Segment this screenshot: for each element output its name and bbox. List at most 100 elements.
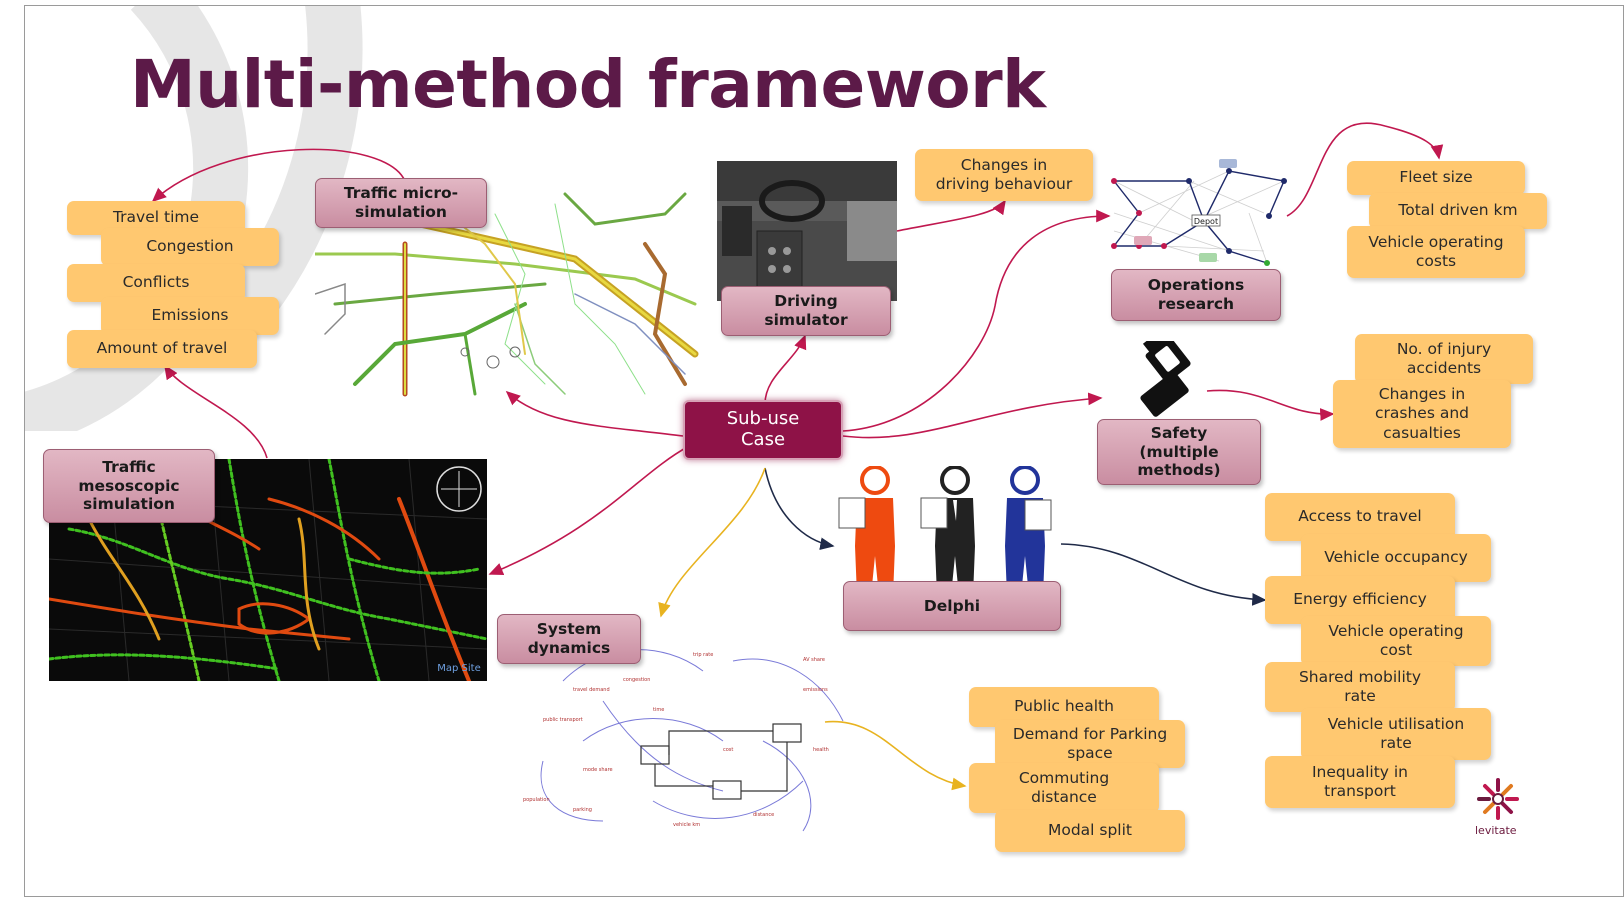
output-modal-split: Modal split: [995, 810, 1185, 852]
svg-text:vehicle km: vehicle km: [673, 822, 700, 828]
arrow-to-safety: [842, 392, 1103, 439]
method-driving-line1: Driving: [774, 292, 838, 311]
output-crashes-line1: Changes in: [1378, 384, 1466, 403]
output-voc2-line1: Vehicle operating: [1328, 621, 1464, 640]
output-crashes-line3: casualties: [1383, 423, 1461, 442]
method-delphi-label: Delphi: [923, 596, 981, 615]
output-driving-line2: driving behaviour: [935, 175, 1073, 193]
slide: Multi-method framework: [24, 5, 1624, 897]
output-driving-line1: Changes in: [960, 155, 1048, 174]
svg-text:AV share: AV share: [803, 657, 825, 663]
method-safety-line2: (multiple: [1139, 442, 1219, 461]
arrow-safety-to-outputs: [1206, 389, 1335, 421]
method-meso-line3: simulation: [83, 495, 175, 514]
method-meso-line1: Traffic: [102, 458, 156, 477]
output-ineq-line1: Inequality in: [1311, 762, 1408, 781]
center-line2: Case: [740, 429, 786, 450]
output-injury-line1: No. of injury: [1396, 339, 1492, 358]
output-commuting-line2: distance: [1031, 788, 1097, 806]
arrow-meso-to-outputs: [164, 364, 268, 459]
levitate-logo-icon: [1477, 778, 1519, 820]
output-util-line2: rate: [1380, 734, 1412, 752]
slide-title: Multi-method framework: [130, 46, 1046, 123]
levitate-logo-text: levitate: [1475, 824, 1517, 837]
delphi-people-icon: [838, 466, 1052, 596]
method-operations-line2: research: [1157, 295, 1235, 313]
arrow-to-delphi: [764, 467, 835, 551]
svg-text:travel demand: travel demand: [573, 687, 610, 693]
method-driving-line2: simulator: [764, 311, 848, 329]
svg-text:congestion: congestion: [623, 677, 650, 683]
svg-text:public transport: public transport: [543, 717, 583, 723]
output-congestion: Congestion: [101, 228, 279, 266]
svg-text:cost: cost: [723, 747, 733, 753]
output-shared-line2: rate: [1344, 687, 1376, 705]
method-operations-line1: Operations: [1147, 276, 1245, 295]
arrow-system-to-outputs: [824, 720, 967, 791]
arrow-delphi-to-outputs: [1060, 543, 1267, 606]
output-vehicle-occupancy: Vehicle occupancy: [1301, 534, 1491, 582]
method-delphi: Delphi: [843, 581, 1061, 631]
output-shared-line1: Shared mobility: [1298, 667, 1422, 686]
svg-text:time: time: [653, 707, 664, 713]
svg-text:mode share: mode share: [583, 767, 613, 773]
method-micro-line2: simulation: [355, 203, 447, 221]
svg-text:distance: distance: [753, 812, 774, 818]
arrow-micro-to-outputs: [151, 148, 406, 203]
arrow-operations-to-outputs: [1286, 122, 1444, 217]
output-amount-of-travel: Amount of travel: [67, 330, 257, 368]
center-line1: Sub-use: [726, 408, 800, 430]
output-fleet-size: Fleet size: [1347, 161, 1525, 195]
output-total-driven-km: Total driven km: [1369, 193, 1547, 229]
arrow-to-driving: [764, 334, 807, 405]
svg-text:population: population: [523, 797, 550, 803]
method-system-line2: dynamics: [527, 639, 611, 657]
output-emissions: Emissions: [101, 297, 279, 335]
output-voc2-line2: cost: [1379, 641, 1413, 659]
output-access-to-travel: Access to travel: [1265, 493, 1455, 541]
output-parking-line1: Demand for Parking: [1012, 724, 1168, 743]
method-system-line1: System: [536, 620, 602, 639]
arrow-to-operations: [842, 209, 1111, 432]
connector-arrows: [151, 122, 1444, 791]
output-util-line1: Vehicle utilisation: [1327, 714, 1465, 733]
svg-text:trip rate: trip rate: [693, 652, 713, 658]
arrow-to-micro: [505, 390, 684, 437]
map-label: Map Site: [437, 663, 480, 674]
output-ineq-line2: transport: [1324, 782, 1396, 800]
method-meso-line2: mesoscopic: [78, 476, 180, 495]
output-parking-line2: space: [1067, 744, 1113, 762]
svg-text:health: health: [813, 747, 829, 753]
method-micro-line1: Traffic micro-: [343, 184, 459, 203]
method-traffic-micro-simulation: Traffic micro-simulation: [315, 178, 487, 228]
svg-text:emissions: emissions: [803, 687, 828, 693]
method-safety-line1: Safety: [1150, 424, 1208, 443]
arrow-to-meso: [488, 445, 690, 575]
output-injury-line2: accidents: [1406, 359, 1482, 377]
seatbelt-icon: [1140, 341, 1191, 417]
output-conflicts: Conflicts: [67, 264, 245, 302]
output-commuting-line1: Commuting: [1018, 768, 1110, 787]
micro-simulation-network-image: [315, 192, 699, 397]
depot-label: Depot: [1194, 217, 1218, 226]
arrow-to-system: [658, 467, 766, 618]
arrow-driving-to-outputs: [896, 199, 1006, 232]
method-safety-line3: methods): [1137, 461, 1221, 480]
operations-research-graph: Depot: [1111, 159, 1287, 266]
